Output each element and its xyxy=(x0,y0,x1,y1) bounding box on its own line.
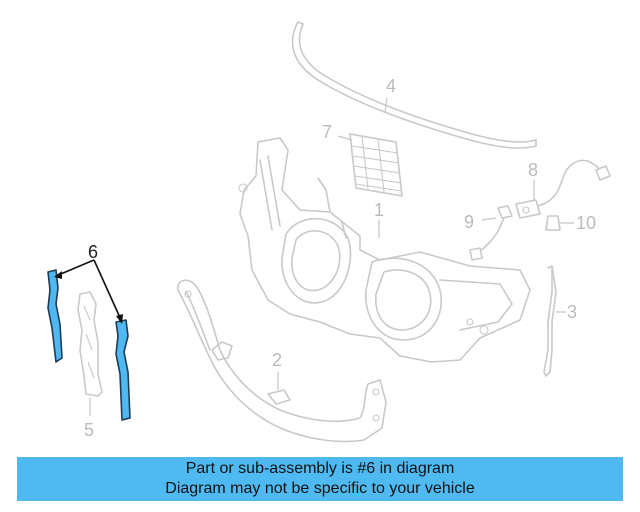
part-7-grille[interactable] xyxy=(349,133,403,197)
part-5-side-bracket[interactable] xyxy=(77,291,103,397)
callout-10: 10 xyxy=(576,213,596,233)
info-banner: Part or sub-assembly is #6 in diagram Di… xyxy=(17,457,623,501)
part-4-upper-seal[interactable] xyxy=(291,21,537,149)
part-6-seal-right[interactable] xyxy=(115,319,131,421)
part-6-seal-left[interactable] xyxy=(47,269,63,363)
part-9-sensor[interactable] xyxy=(469,205,513,261)
banner-line-1: Part or sub-assembly is #6 in diagram xyxy=(185,460,455,477)
callout-4: 4 xyxy=(386,76,396,96)
part-2-lower-tie-bar[interactable] xyxy=(177,279,387,443)
callout-9: 9 xyxy=(464,212,474,232)
callout-6: 6 xyxy=(88,242,98,262)
banner-line-2: Diagram may not be specific to your vehi… xyxy=(165,480,475,497)
callout-5: 5 xyxy=(84,420,94,440)
part-10-clip[interactable] xyxy=(545,215,561,231)
part-3-side-seal[interactable] xyxy=(543,265,557,377)
part-8-sensor-harness[interactable] xyxy=(515,159,611,219)
part-1-radiator-support[interactable] xyxy=(238,137,531,363)
callout-7: 7 xyxy=(322,122,332,142)
callout-1: 1 xyxy=(374,200,384,220)
callout-8: 8 xyxy=(528,160,538,180)
parts-diagram: 4 7 1 8 9 10 xyxy=(47,21,611,443)
callout-2: 2 xyxy=(272,350,282,370)
callout-3: 3 xyxy=(567,302,577,322)
